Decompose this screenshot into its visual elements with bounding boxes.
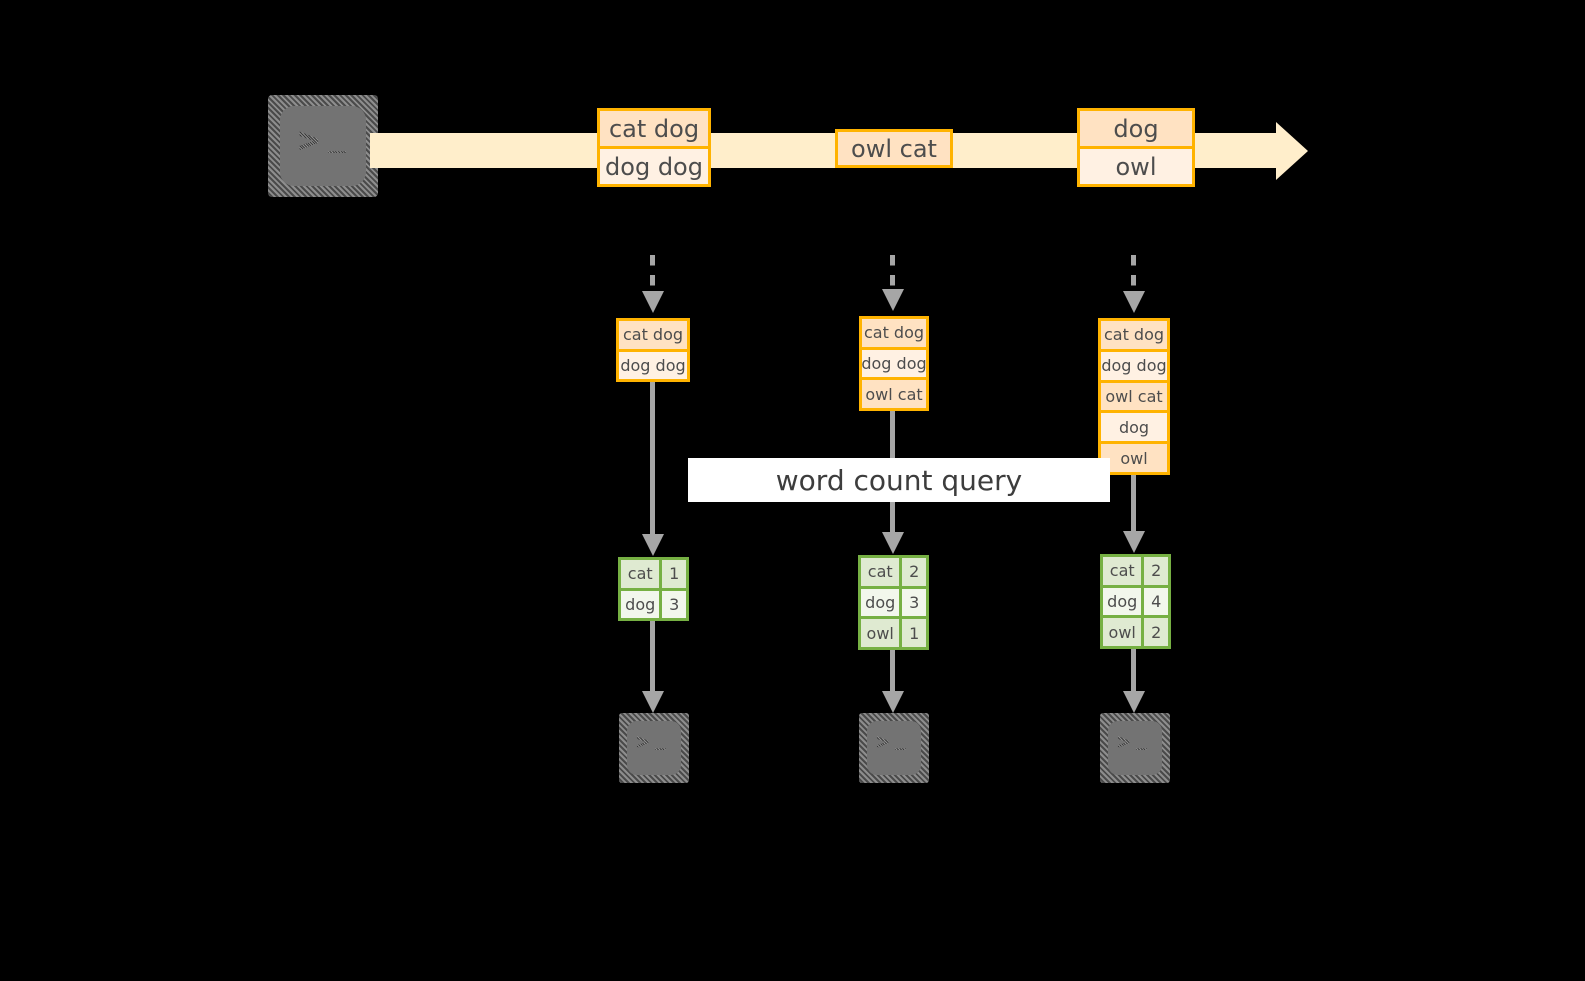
result-word-cell: owl <box>861 619 900 648</box>
result-to-sink-connector-2 <box>890 650 895 691</box>
result-to-sink-connector-1 <box>650 621 655 691</box>
result-word-cell: dog <box>1103 587 1142 616</box>
result-table-2: cat 2 dog 3 owl 1 <box>858 555 929 650</box>
accumulated-state-2: cat dog dog dog owl cat <box>859 316 929 411</box>
result-word-cell: cat <box>861 558 900 586</box>
state-record-line: dog dog <box>1101 348 1167 380</box>
result-row: dog 4 <box>1103 584 1168 616</box>
result-count-cell: 1 <box>659 560 686 588</box>
result-count-cell: 3 <box>899 588 926 617</box>
result-row: cat 2 <box>861 558 926 586</box>
terminal-screen <box>280 106 366 186</box>
result-count-cell: 2 <box>899 558 926 586</box>
result-table-3: cat 2 dog 4 owl 2 <box>1100 554 1171 649</box>
state-record-line: owl <box>1101 441 1167 472</box>
result-word-cell: dog <box>621 590 660 618</box>
result-table-1: cat 1 dog 3 <box>618 557 689 621</box>
event-stream-arrowhead-icon <box>1276 121 1308 180</box>
stream-record-line: owl cat <box>838 132 950 165</box>
terminal-screen <box>627 721 681 775</box>
result-row: owl 2 <box>1103 615 1168 647</box>
result-row: dog 3 <box>621 587 686 618</box>
state-record-line: owl cat <box>1101 379 1167 411</box>
terminal-prompt-chevron-icon: > <box>636 730 650 755</box>
terminal-prompt-chevron-icon: > <box>876 730 890 755</box>
state-record-line: dog <box>1101 410 1167 442</box>
terminal-cursor-icon: _ <box>895 730 906 751</box>
accumulated-state-1: cat dog dog dog <box>616 318 690 382</box>
sink-terminal-icon-2: > _ <box>859 713 929 783</box>
stream-to-state-arrowhead-icon-3 <box>1122 291 1145 313</box>
result-word-cell: cat <box>621 560 660 588</box>
stream-record-group-1: cat dog dog dog <box>597 108 711 187</box>
state-record-line: cat dog <box>1101 321 1167 349</box>
result-count-cell: 4 <box>1141 587 1168 616</box>
stream-to-state-connector-2 <box>890 255 895 293</box>
terminal-cursor-icon: _ <box>328 120 347 155</box>
state-to-result-arrowhead-icon-2 <box>881 532 904 554</box>
state-record-line: dog dog <box>861 346 927 378</box>
result-row: owl 1 <box>861 616 926 648</box>
result-count-cell: 2 <box>1141 557 1168 585</box>
terminal-screen <box>1108 721 1162 775</box>
stream-record-group-3: dog owl <box>1077 108 1195 187</box>
stream-record-line: dog dog <box>600 146 708 184</box>
result-row: cat 2 <box>1103 557 1168 585</box>
stream-record-line: cat dog <box>600 111 708 146</box>
stream-to-state-connector-1 <box>650 255 655 295</box>
query-label-text: word count query <box>775 463 1023 497</box>
terminal-screen <box>867 721 921 775</box>
state-to-result-connector-1 <box>650 382 655 534</box>
query-label-banner: word count query <box>688 458 1110 502</box>
stream-to-state-arrowhead-icon-2 <box>881 289 904 311</box>
state-record-line: cat dog <box>619 321 687 349</box>
result-to-sink-connector-3 <box>1131 649 1136 691</box>
result-to-sink-arrowhead-icon-2 <box>881 691 904 713</box>
terminal-cursor-icon: _ <box>1136 730 1147 751</box>
result-count-cell: 1 <box>899 619 926 648</box>
state-to-result-arrowhead-icon-3 <box>1122 531 1145 553</box>
result-word-cell: owl <box>1103 618 1142 647</box>
result-to-sink-arrowhead-icon-1 <box>641 691 664 713</box>
state-to-result-arrowhead-icon-1 <box>641 534 664 556</box>
stream-to-state-arrowhead-icon-1 <box>641 291 664 313</box>
sink-terminal-icon-3: > _ <box>1100 713 1170 783</box>
result-word-cell: dog <box>861 588 900 617</box>
sink-terminal-icon-1: > _ <box>619 713 689 783</box>
result-row: dog 3 <box>861 585 926 617</box>
stream-record-line: owl <box>1080 146 1192 184</box>
stream-record-line: dog <box>1080 111 1192 146</box>
state-record-line: cat dog <box>862 319 926 347</box>
terminal-cursor-icon: _ <box>655 730 666 751</box>
result-word-cell: cat <box>1103 557 1142 585</box>
result-count-cell: 3 <box>659 590 686 618</box>
result-row: cat 1 <box>621 560 686 588</box>
state-to-result-connector-3 <box>1131 475 1136 531</box>
state-record-line: owl cat <box>862 377 926 409</box>
terminal-prompt-chevron-icon: > <box>298 120 320 161</box>
accumulated-state-3: cat dog dog dog owl cat dog owl <box>1098 318 1170 475</box>
state-record-line: dog dog <box>619 348 687 379</box>
source-terminal-icon: > _ <box>268 95 378 197</box>
stream-record-group-2: owl cat <box>835 129 953 168</box>
result-count-cell: 2 <box>1141 618 1168 647</box>
result-to-sink-arrowhead-icon-3 <box>1122 691 1145 713</box>
terminal-prompt-chevron-icon: > <box>1117 730 1131 755</box>
stream-to-state-connector-3 <box>1131 255 1136 295</box>
